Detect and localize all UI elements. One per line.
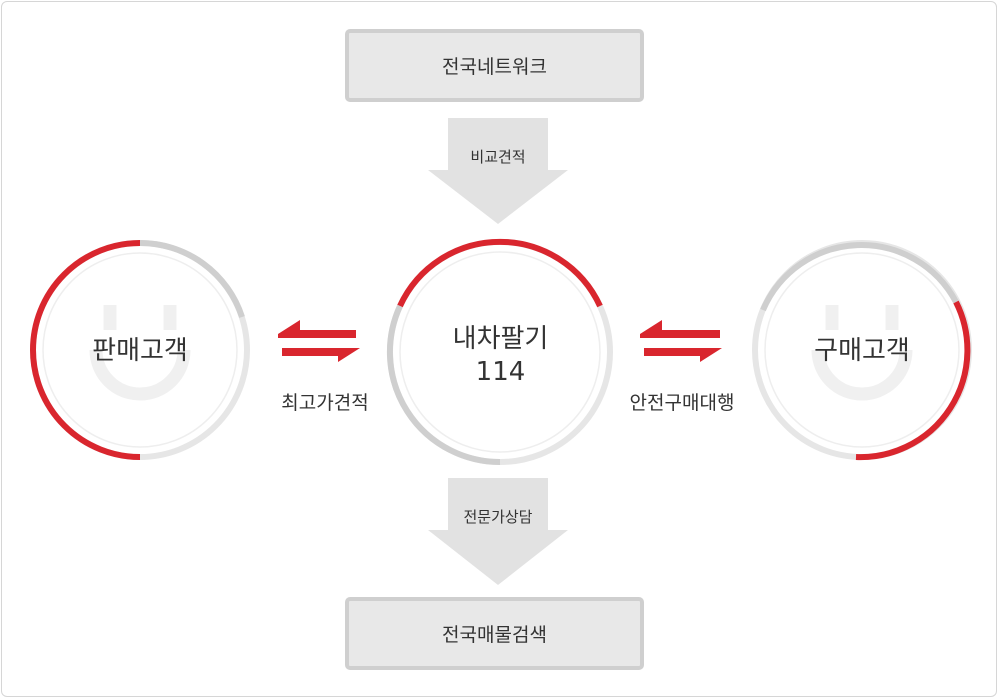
bottom-down-arrow	[428, 478, 568, 585]
nationwide-network-box: 전국네트워크	[345, 29, 644, 102]
expert-consultation-label: 전문가상담	[463, 508, 533, 526]
buyer-label: 구매고객	[814, 336, 910, 366]
center-number: 114	[475, 357, 526, 387]
nationwide-network-label: 전국네트워크	[442, 56, 547, 78]
seller-label: 판매고객	[92, 336, 188, 366]
comparison-quote-label: 비교견적	[470, 148, 526, 166]
smiley-icon	[811, 305, 913, 401]
buyer-circle	[752, 240, 972, 461]
nationwide-listing-search-label: 전국매물검색	[442, 624, 547, 646]
center-circle	[386, 238, 613, 465]
safe-purchase-agency-label: 안전구매대행	[629, 392, 735, 414]
top-down-arrow	[428, 118, 568, 224]
seller-circle	[30, 239, 250, 460]
left-exchange-arrows	[278, 320, 360, 362]
right-exchange-arrows	[640, 320, 722, 362]
nationwide-listing-search-box: 전국매물검색	[345, 597, 644, 670]
smiley-icon	[89, 305, 191, 401]
center-title: 내차팔기	[452, 324, 549, 354]
best-price-quote-label: 최고가견적	[281, 392, 369, 414]
